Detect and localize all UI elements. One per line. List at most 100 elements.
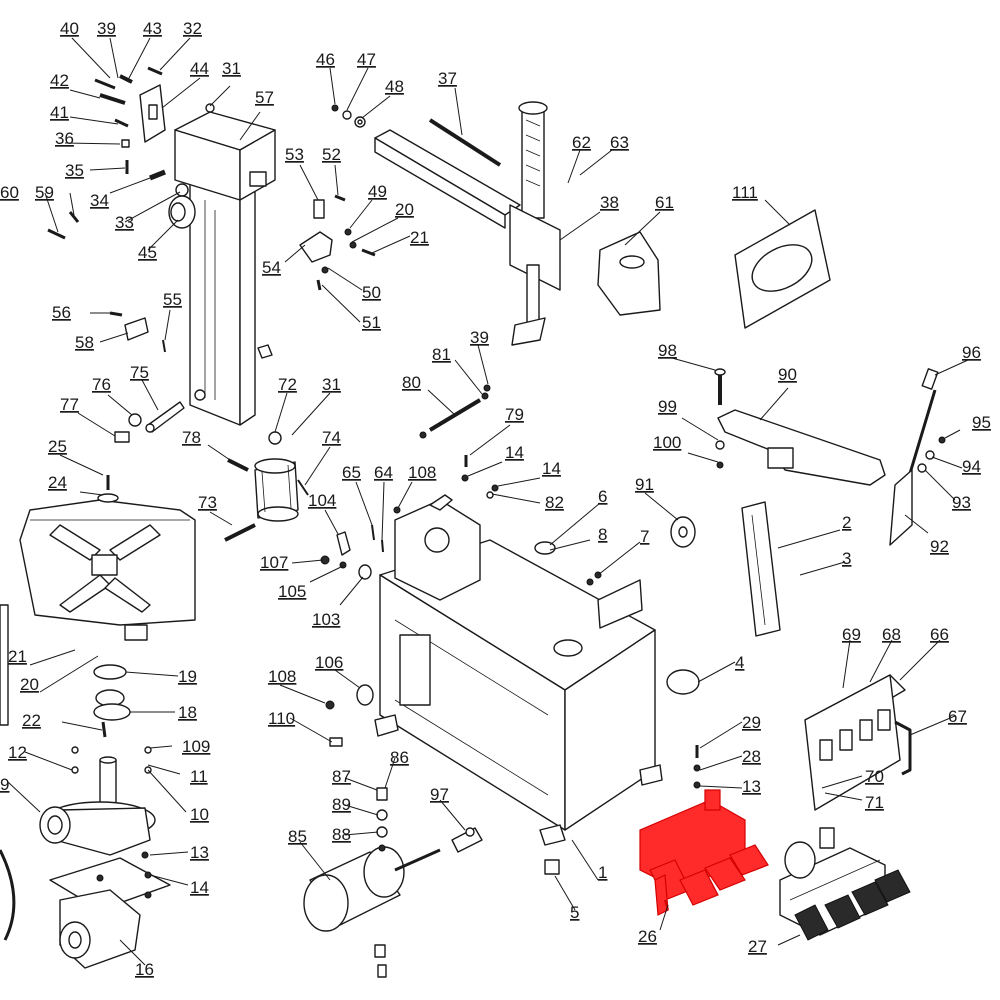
column-57 [174, 111, 276, 426]
rings-18-19 [93, 664, 131, 738]
callout-25: 25 [48, 437, 67, 456]
callout-69: 69 [842, 625, 861, 644]
callout-63: 63 [610, 133, 629, 152]
callout-104: 104 [308, 491, 336, 510]
callout-21: 21 [8, 647, 27, 666]
callout-80: 80 [402, 373, 421, 392]
callout-51: 51 [362, 313, 381, 332]
callout-67: 67 [948, 707, 967, 726]
small-parts-86-89 [376, 787, 388, 852]
cabinet-1 [374, 539, 663, 846]
callout-34: 34 [90, 191, 109, 210]
callout-73: 73 [198, 493, 217, 512]
callout-94: 94 [962, 457, 981, 476]
panel-66 [804, 674, 912, 811]
callout-13: 13 [190, 843, 209, 862]
top-bracket [394, 494, 556, 601]
callout-44: 44 [190, 59, 209, 78]
callout-16: 16 [135, 960, 154, 979]
plate-44 [139, 84, 166, 143]
callout-90: 90 [778, 365, 797, 384]
callout-46: 46 [316, 50, 335, 69]
callout-105: 105 [278, 582, 306, 601]
coupling-97 [451, 827, 483, 853]
callout-72: 72 [278, 375, 297, 394]
cover-61 [597, 231, 661, 316]
washers-46-48 [331, 104, 366, 128]
callout-106: 106 [315, 653, 343, 672]
callout-77: 77 [60, 395, 79, 414]
callout-24: 24 [48, 473, 67, 492]
callout-37: 37 [438, 69, 457, 88]
callout-14: 14 [542, 459, 561, 478]
callout-52: 52 [322, 145, 341, 164]
callout-31: 31 [222, 59, 241, 78]
valve-45 [168, 195, 196, 229]
bracket-54 [299, 194, 376, 291]
callout-13: 13 [742, 777, 761, 796]
callout-99: 99 [658, 397, 677, 416]
callout-12: 12 [8, 743, 27, 762]
callout-92: 92 [930, 537, 949, 556]
lever-92 [889, 368, 946, 546]
callout-33: 33 [115, 213, 134, 232]
cylinder-72 [254, 431, 309, 522]
callout-3: 3 [842, 549, 851, 568]
callout-58: 58 [75, 333, 94, 352]
callout-87: 87 [332, 767, 351, 786]
callout-57: 57 [255, 88, 274, 107]
callout-107: 107 [260, 553, 288, 572]
callout-48: 48 [385, 77, 404, 96]
callout-59: 59 [35, 183, 54, 202]
callout-19: 19 [178, 667, 197, 686]
callout-109: 109 [182, 737, 210, 756]
callout-54: 54 [262, 258, 281, 277]
callout-81: 81 [432, 345, 451, 364]
panel-111 [734, 209, 831, 329]
motor-85 [303, 846, 441, 978]
callout-55: 55 [163, 290, 182, 309]
small-parts-106-110 [325, 684, 374, 747]
bar-90 [714, 368, 886, 486]
callout-45: 45 [138, 243, 157, 262]
ring-91 [670, 516, 696, 548]
callout-71: 71 [865, 793, 884, 812]
callout-31: 31 [322, 375, 341, 394]
callout-10: 10 [190, 805, 209, 824]
callout-110: 110 [268, 709, 295, 728]
callout-97: 97 [430, 785, 449, 804]
callout-49: 49 [368, 182, 387, 201]
callout-56: 56 [52, 303, 71, 322]
head-column-38 [509, 101, 561, 346]
callout-47: 47 [357, 50, 376, 69]
callout-20: 20 [20, 675, 39, 694]
callout-36: 36 [55, 129, 74, 148]
callout-50: 50 [362, 283, 381, 302]
callout-93: 93 [952, 493, 971, 512]
callout-61: 61 [655, 193, 674, 212]
callout-1: 1 [598, 863, 607, 882]
callout-86: 86 [390, 748, 409, 767]
pins-73-78 [224, 344, 273, 542]
callout-4: 4 [735, 653, 744, 672]
callout-85: 85 [288, 827, 307, 846]
small-parts-55-58 [109, 311, 166, 353]
callout-78: 78 [182, 428, 201, 447]
callout-100: 100 [653, 433, 681, 452]
pedal-assembly-26 [639, 789, 769, 916]
gearbox-assembly [0, 746, 171, 969]
callout-32: 32 [183, 19, 202, 38]
plate-2 [741, 501, 781, 637]
callout-89: 89 [332, 795, 351, 814]
callout-8: 8 [598, 525, 607, 544]
callout-28: 28 [742, 747, 761, 766]
callout-29: 29 [742, 713, 761, 732]
callout-95: 95 [972, 413, 991, 432]
callout-18: 18 [178, 703, 197, 722]
callout-111: 111 [732, 183, 758, 202]
callout-42: 42 [50, 71, 69, 90]
callout-70: 70 [865, 767, 884, 786]
side-strip [0, 604, 9, 726]
callout-43: 43 [143, 19, 162, 38]
